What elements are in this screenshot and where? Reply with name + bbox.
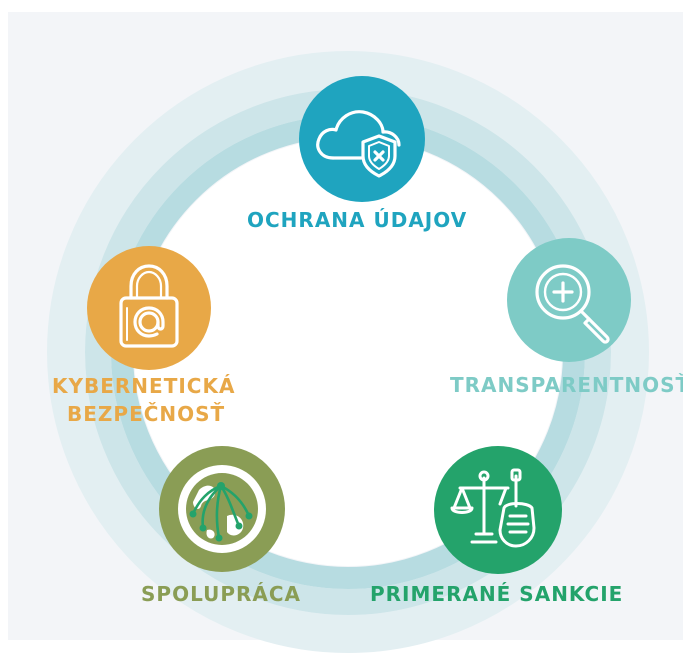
cooperation-node bbox=[159, 446, 285, 572]
scales-hand-icon bbox=[450, 468, 536, 548]
data-protection-node bbox=[299, 76, 425, 202]
proportionate-sanctions-label: PRIMERANÉ SANKCIE bbox=[370, 582, 624, 606]
cybersecurity-node bbox=[87, 246, 211, 370]
cybersecurity-label-line2: BEZPEČNOSŤ bbox=[67, 402, 226, 426]
padlock-at-icon bbox=[119, 264, 179, 348]
magnifier-plus-icon bbox=[535, 264, 610, 344]
transparency-label: TRANSPARENTNOSŤ bbox=[450, 373, 683, 397]
data-protection-label: OCHRANA ÚDAJOV bbox=[247, 208, 468, 232]
cooperation-label: SPOLUPRÁCA bbox=[141, 582, 302, 606]
ring-outer bbox=[47, 51, 649, 653]
proportionate-sanctions-node bbox=[434, 446, 562, 574]
transparency-node bbox=[507, 238, 631, 362]
cloud-shield-icon bbox=[316, 110, 401, 178]
cybersecurity-label-line1: KYBERNETICKÁ bbox=[52, 374, 236, 398]
globe-network-icon bbox=[178, 465, 266, 553]
